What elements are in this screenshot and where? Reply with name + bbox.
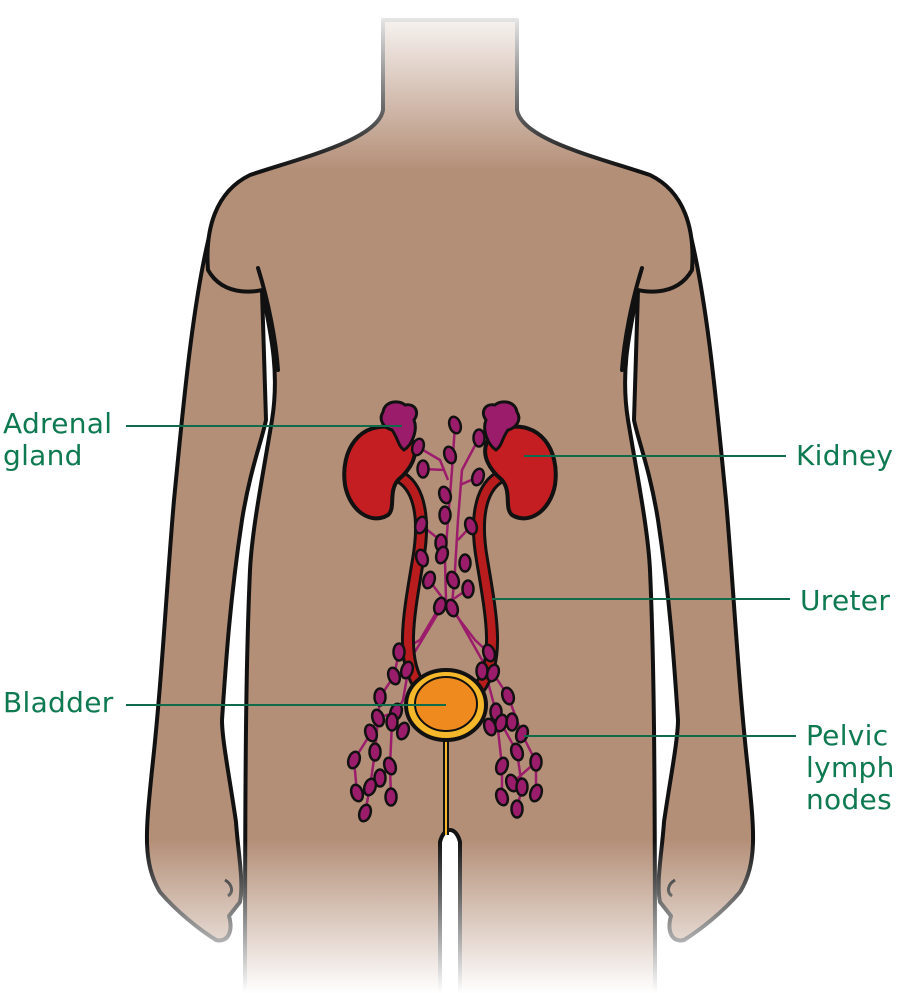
lymph-node — [485, 663, 501, 683]
lymph-node — [470, 467, 486, 487]
lymph-node — [413, 515, 429, 535]
lymph-node — [349, 783, 365, 803]
lymph-node — [445, 570, 461, 590]
kidneys — [342, 424, 558, 521]
lymph-node — [386, 666, 402, 686]
left-armpit-line — [256, 266, 280, 372]
lymph-node — [410, 437, 426, 457]
bladder-label: Bladder — [3, 686, 114, 719]
ureter-label: Ureter — [800, 584, 891, 617]
lymph-node — [500, 686, 516, 706]
pelvic-label-line-3: nodes — [806, 783, 892, 816]
lymph-node — [382, 756, 398, 776]
lymph-node — [363, 723, 379, 743]
lymph-node — [384, 787, 398, 807]
lymph-node — [438, 505, 452, 525]
lymph-node — [444, 598, 460, 618]
lymph-node — [346, 750, 362, 770]
lymph-node — [357, 803, 373, 823]
bottom-fade — [0, 840, 900, 993]
lymph-node — [370, 708, 386, 728]
lymph-node — [529, 752, 543, 772]
lymph-node — [437, 485, 453, 505]
lymph-vessel — [499, 722, 524, 810]
lymph-node — [458, 553, 472, 573]
kidney-label: Kidney — [796, 439, 894, 472]
leader-lines — [126, 425, 796, 737]
pelvic-lymph-nodes-label: Pelvic lymph nodes — [806, 720, 895, 816]
adrenal-gland-label: Adrenal gland — [3, 408, 112, 472]
lymph-node — [461, 579, 475, 599]
top-fade — [0, 0, 900, 170]
adrenal-gland-label-line-2: gland — [3, 439, 83, 472]
lymph-node — [515, 777, 529, 797]
pelvic-label-line-1: Pelvic — [806, 719, 889, 752]
lymph-node — [421, 570, 437, 590]
lymph-node — [510, 799, 524, 819]
lymph-node — [481, 643, 497, 663]
lymph-node — [368, 742, 382, 762]
lymph-node — [414, 548, 430, 568]
pelvic-label-line-2: lymph — [806, 751, 895, 784]
lymph-node — [509, 742, 525, 762]
lymph-node — [463, 516, 479, 536]
right-adrenal-gland — [481, 400, 521, 452]
lymph-node — [482, 717, 498, 737]
lymph-node — [475, 661, 489, 681]
lymph-node — [385, 712, 399, 732]
lymph-node — [447, 415, 463, 435]
right-armpit-line — [620, 266, 644, 372]
lymph-nodes — [346, 415, 544, 823]
lymph-node — [442, 445, 458, 465]
lymph-node — [362, 777, 378, 797]
lymph-vessel — [417, 445, 450, 481]
adrenal-gland-label-line-1: Adrenal — [3, 407, 113, 440]
lymph-node — [505, 712, 519, 732]
lymph-node — [416, 459, 430, 479]
lymph-node — [528, 783, 544, 803]
lymph-node — [494, 756, 510, 776]
lymph-node — [494, 787, 510, 807]
lymph-node — [373, 687, 387, 707]
lymph-node — [373, 768, 387, 788]
lymph-node — [395, 721, 411, 741]
lymph-node — [434, 545, 450, 565]
lymph-node — [399, 660, 415, 680]
lymph-node — [392, 642, 406, 662]
lymph-node — [472, 428, 486, 448]
